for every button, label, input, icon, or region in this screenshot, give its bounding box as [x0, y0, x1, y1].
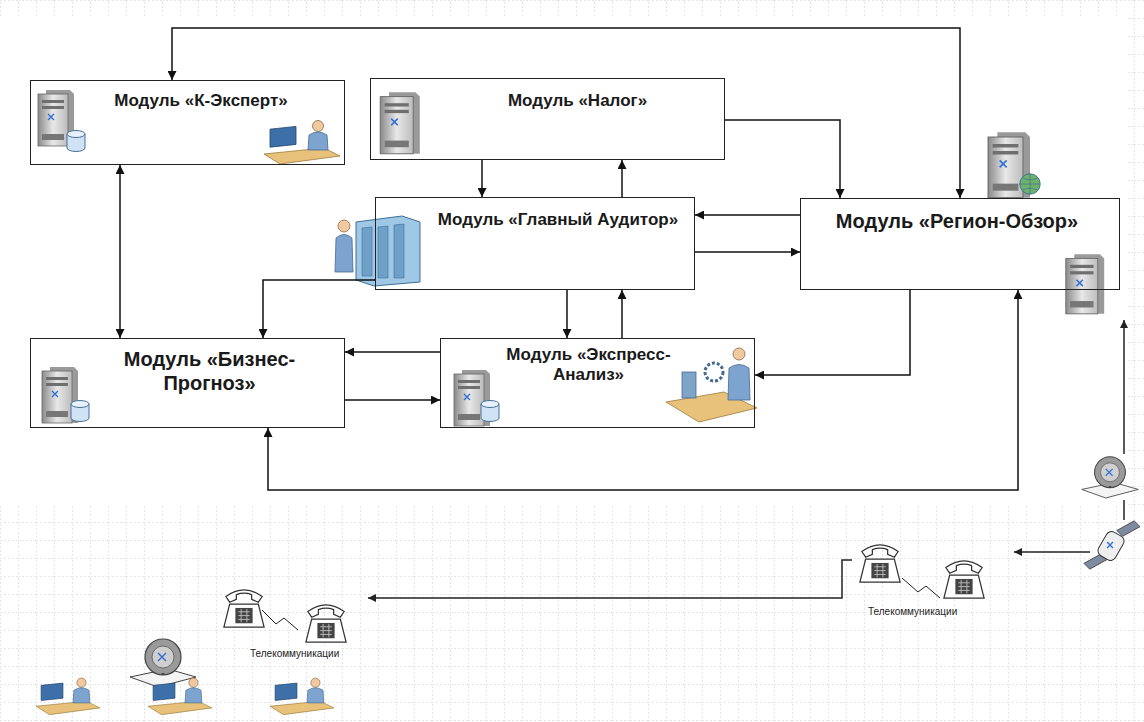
- module-title: Модуль «Налог»: [451, 91, 704, 151]
- data-flow-arrow: [345, 399, 440, 401]
- user-icon: [36, 678, 100, 715]
- data-flow-arrow: [119, 165, 121, 338]
- data-flow-arrow: [725, 120, 840, 198]
- analyst-icon: [666, 348, 757, 422]
- telecom-link: [262, 610, 298, 630]
- satellite-dish-icon: [130, 639, 196, 687]
- data-flow-arrow: [755, 290, 910, 375]
- telecom-label: Телекоммуникации: [866, 606, 959, 617]
- data-flow-arrow: [695, 251, 800, 253]
- server-icon: [380, 92, 420, 154]
- telecom-wire: [1014, 551, 1090, 553]
- module-box: Модуль «К-Эксперт»: [30, 80, 345, 165]
- telephone-icon: [224, 590, 264, 627]
- telecom-wire: [1123, 320, 1125, 454]
- satellite-dish-icon: [1082, 457, 1139, 498]
- module-box: Модуль «Экспресс-Анализ»: [440, 338, 755, 428]
- data-flow-arrow: [621, 160, 623, 197]
- module-box: Модуль «Бизнес-Прогноз»: [30, 338, 345, 428]
- data-flow-arrow: [172, 28, 960, 198]
- module-title: Модуль «Главный Аудитор»: [436, 210, 680, 281]
- operator-icon: [264, 121, 340, 165]
- grid-background: [0, 505, 1144, 722]
- server-icon: [1066, 254, 1104, 314]
- module-box: Модуль «Главный Аудитор»: [375, 197, 695, 290]
- user-icon: [270, 678, 334, 715]
- module-title: Модуль «К-Эксперт»: [103, 91, 299, 156]
- telecom-wire: [1123, 500, 1125, 520]
- data-flow-arrow: [268, 290, 1018, 490]
- data-flow-arrow: [695, 214, 800, 216]
- module-title: Модуль «Бизнес-Прогноз»: [91, 347, 328, 419]
- module-box: Модуль «Налог»: [370, 78, 725, 160]
- module-title: Модуль «Экспресс-Анализ»: [499, 345, 678, 419]
- globe-icon: [1020, 174, 1040, 194]
- grid-background: [0, 0, 1144, 16]
- grid-background: [1128, 16, 1144, 505]
- user-icon: [148, 678, 212, 715]
- data-flow-arrow: [481, 160, 483, 197]
- module-title: Модуль «Регион-Обзор»: [825, 209, 1089, 281]
- data-flow-arrow: [621, 290, 623, 338]
- telephone-icon: [944, 561, 984, 598]
- database-icon: [67, 131, 85, 152]
- data-flow-arrow: [263, 280, 375, 338]
- server-rack-icon: [335, 216, 420, 286]
- telecom-link: [902, 578, 940, 598]
- data-flow-arrow: [345, 351, 440, 353]
- telecom-label: Телекоммуникации: [248, 648, 341, 659]
- satellite-icon: [1084, 521, 1140, 569]
- module-box: Модуль «Регион-Обзор»: [800, 198, 1120, 290]
- telephone-icon: [860, 545, 900, 582]
- data-flow-arrow: [566, 290, 568, 338]
- telephone-icon: [306, 605, 346, 642]
- database-icon: [481, 401, 499, 422]
- database-icon: [71, 401, 89, 422]
- telecom-wire: [368, 560, 852, 598]
